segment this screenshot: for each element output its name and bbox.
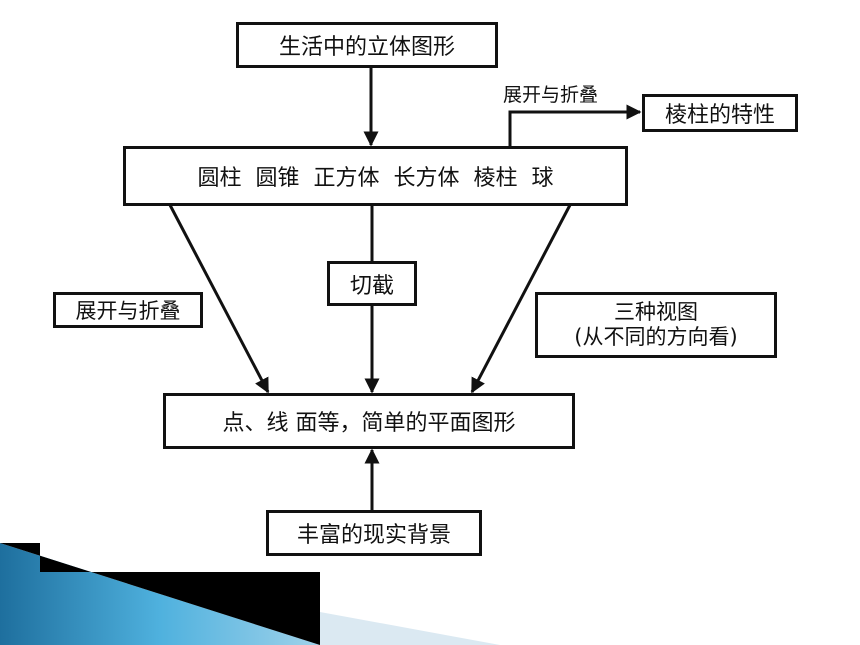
solids-text: 圆柱 圆锥 正方体 长方体 棱柱 球 [197,166,554,191]
left-label-box: 展开与折叠 [53,292,203,328]
left-label-text: 展开与折叠 [75,299,181,323]
views-subtitle: (从不同的方向看) [574,325,738,349]
views-box: 三种视图 (从不同的方向看) [535,292,777,358]
top-box: 生活中的立体图形 [236,22,498,68]
arrow-right-views [470,204,572,394]
prism-arrow-label: 展开与折叠 [503,84,599,106]
top-box-text: 生活中的立体图形 [278,35,455,60]
plane-figures-box: 点、线 面等，简单的平面图形 [163,393,575,449]
arrow-left-unfold [168,204,270,394]
plane-figures-text: 点、线 面等，简单的平面图形 [222,411,516,436]
prism-features-text: 棱柱的特性 [664,103,775,128]
decor-black-block [0,543,320,645]
background-box: 丰富的现实背景 [266,510,482,556]
prism-features-box: 棱柱的特性 [642,94,798,132]
background-text: 丰富的现实背景 [296,523,451,548]
cut-text: 切截 [349,273,394,299]
views-title: 三种视图 [614,299,698,324]
cut-box: 切截 [327,261,417,306]
solids-box: 圆柱 圆锥 正方体 长方体 棱柱 球 [123,146,628,206]
